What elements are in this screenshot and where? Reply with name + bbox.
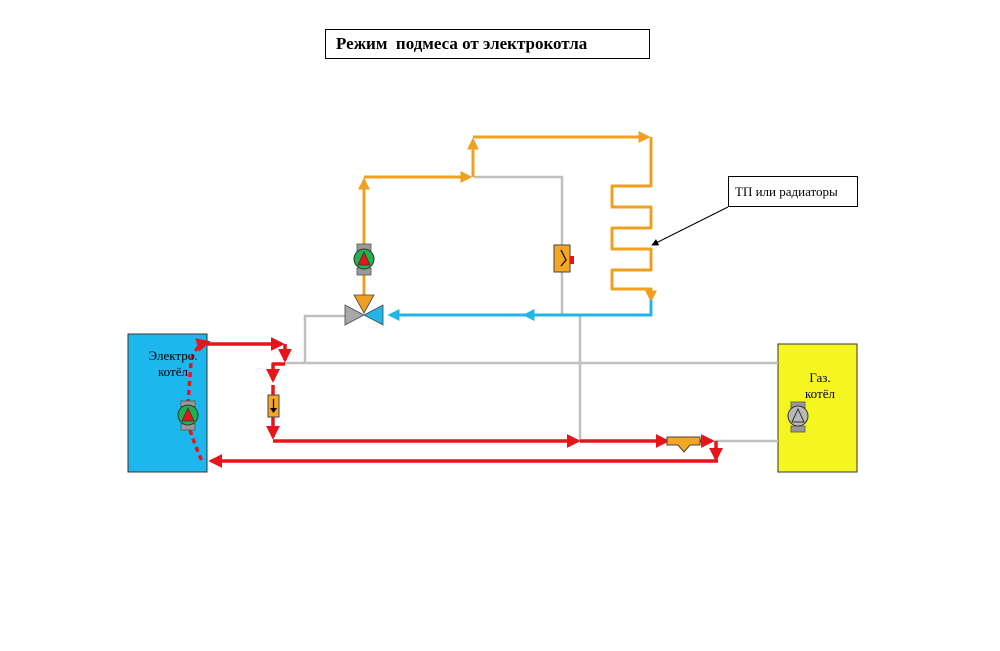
electric-boiler-label-line2: котёл (158, 364, 188, 379)
gas-boiler-label-line1: Газ. (809, 370, 831, 385)
pump-arrow-icon (181, 407, 195, 422)
three-way-valve (344, 294, 384, 326)
pump-arrow-icon (791, 407, 805, 423)
gas-boiler-label-line2: котёл (805, 386, 835, 401)
check-valve (267, 394, 280, 418)
callout-pointer (651, 206, 729, 246)
inactive-pipes (285, 175, 778, 443)
bypass-valve (553, 244, 574, 273)
supply-pipes (358, 131, 657, 303)
gas-boiler (777, 343, 858, 473)
strainer (666, 436, 701, 453)
pump-arrow-icon (357, 251, 371, 266)
return-pipes (387, 300, 653, 321)
gas-boiler-label: Газ. котёл (800, 370, 840, 402)
supply-pump (353, 243, 375, 276)
callout-label: ТП или радиаторы (728, 176, 858, 207)
hot-pipes (186, 337, 723, 468)
electric-boiler-label: Электро. котёл (138, 348, 208, 380)
radiator-coil (610, 137, 657, 303)
electric-boiler-pump (177, 400, 199, 431)
diagram-title: Режим подмеса от электрокотла (325, 29, 650, 59)
gas-boiler-pump (787, 401, 809, 433)
electric-boiler-label-line1: Электро. (148, 348, 198, 363)
